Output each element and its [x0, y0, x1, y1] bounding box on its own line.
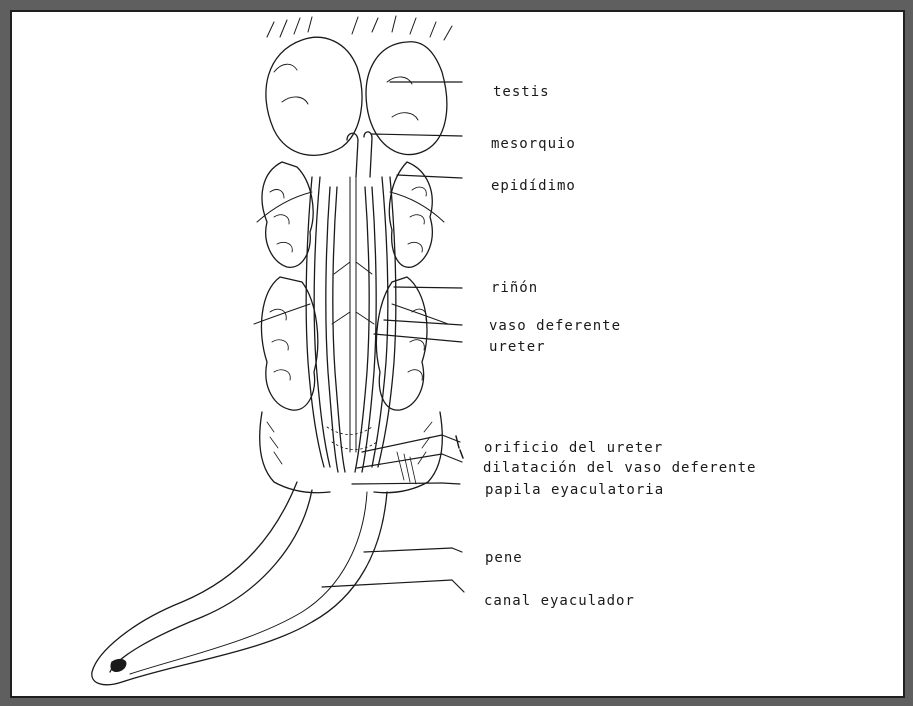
right-testis — [366, 42, 447, 155]
label-dilatacion: dilatación del vaso deferente — [483, 460, 756, 476]
left-epididymis — [262, 162, 313, 267]
leader-lines — [322, 82, 464, 592]
left-kidney — [261, 277, 317, 410]
right-epididymis — [389, 162, 432, 267]
label-orificio-ureter: orificio del ureter — [484, 440, 663, 456]
left-ureter — [326, 187, 338, 472]
right-vas-deferens — [378, 177, 396, 467]
label-ureter: ureter — [489, 339, 546, 355]
label-pene: pene — [485, 550, 523, 566]
label-rinon: riñón — [491, 280, 538, 296]
label-testis: testis — [493, 84, 550, 100]
anatomy-drawing — [12, 12, 905, 698]
label-canal: canal eyaculador — [484, 593, 635, 609]
diagram-canvas: testis mesorquio epidídimo riñón vaso de… — [10, 10, 905, 698]
penis — [92, 482, 387, 685]
label-vaso-deferente: vaso deferente — [489, 318, 621, 334]
left-vas-deferens — [306, 177, 324, 467]
label-epididimo: epidídimo — [491, 178, 576, 194]
label-papila: papila eyaculatoria — [485, 482, 664, 498]
label-mesorquio: mesorquio — [491, 136, 576, 152]
